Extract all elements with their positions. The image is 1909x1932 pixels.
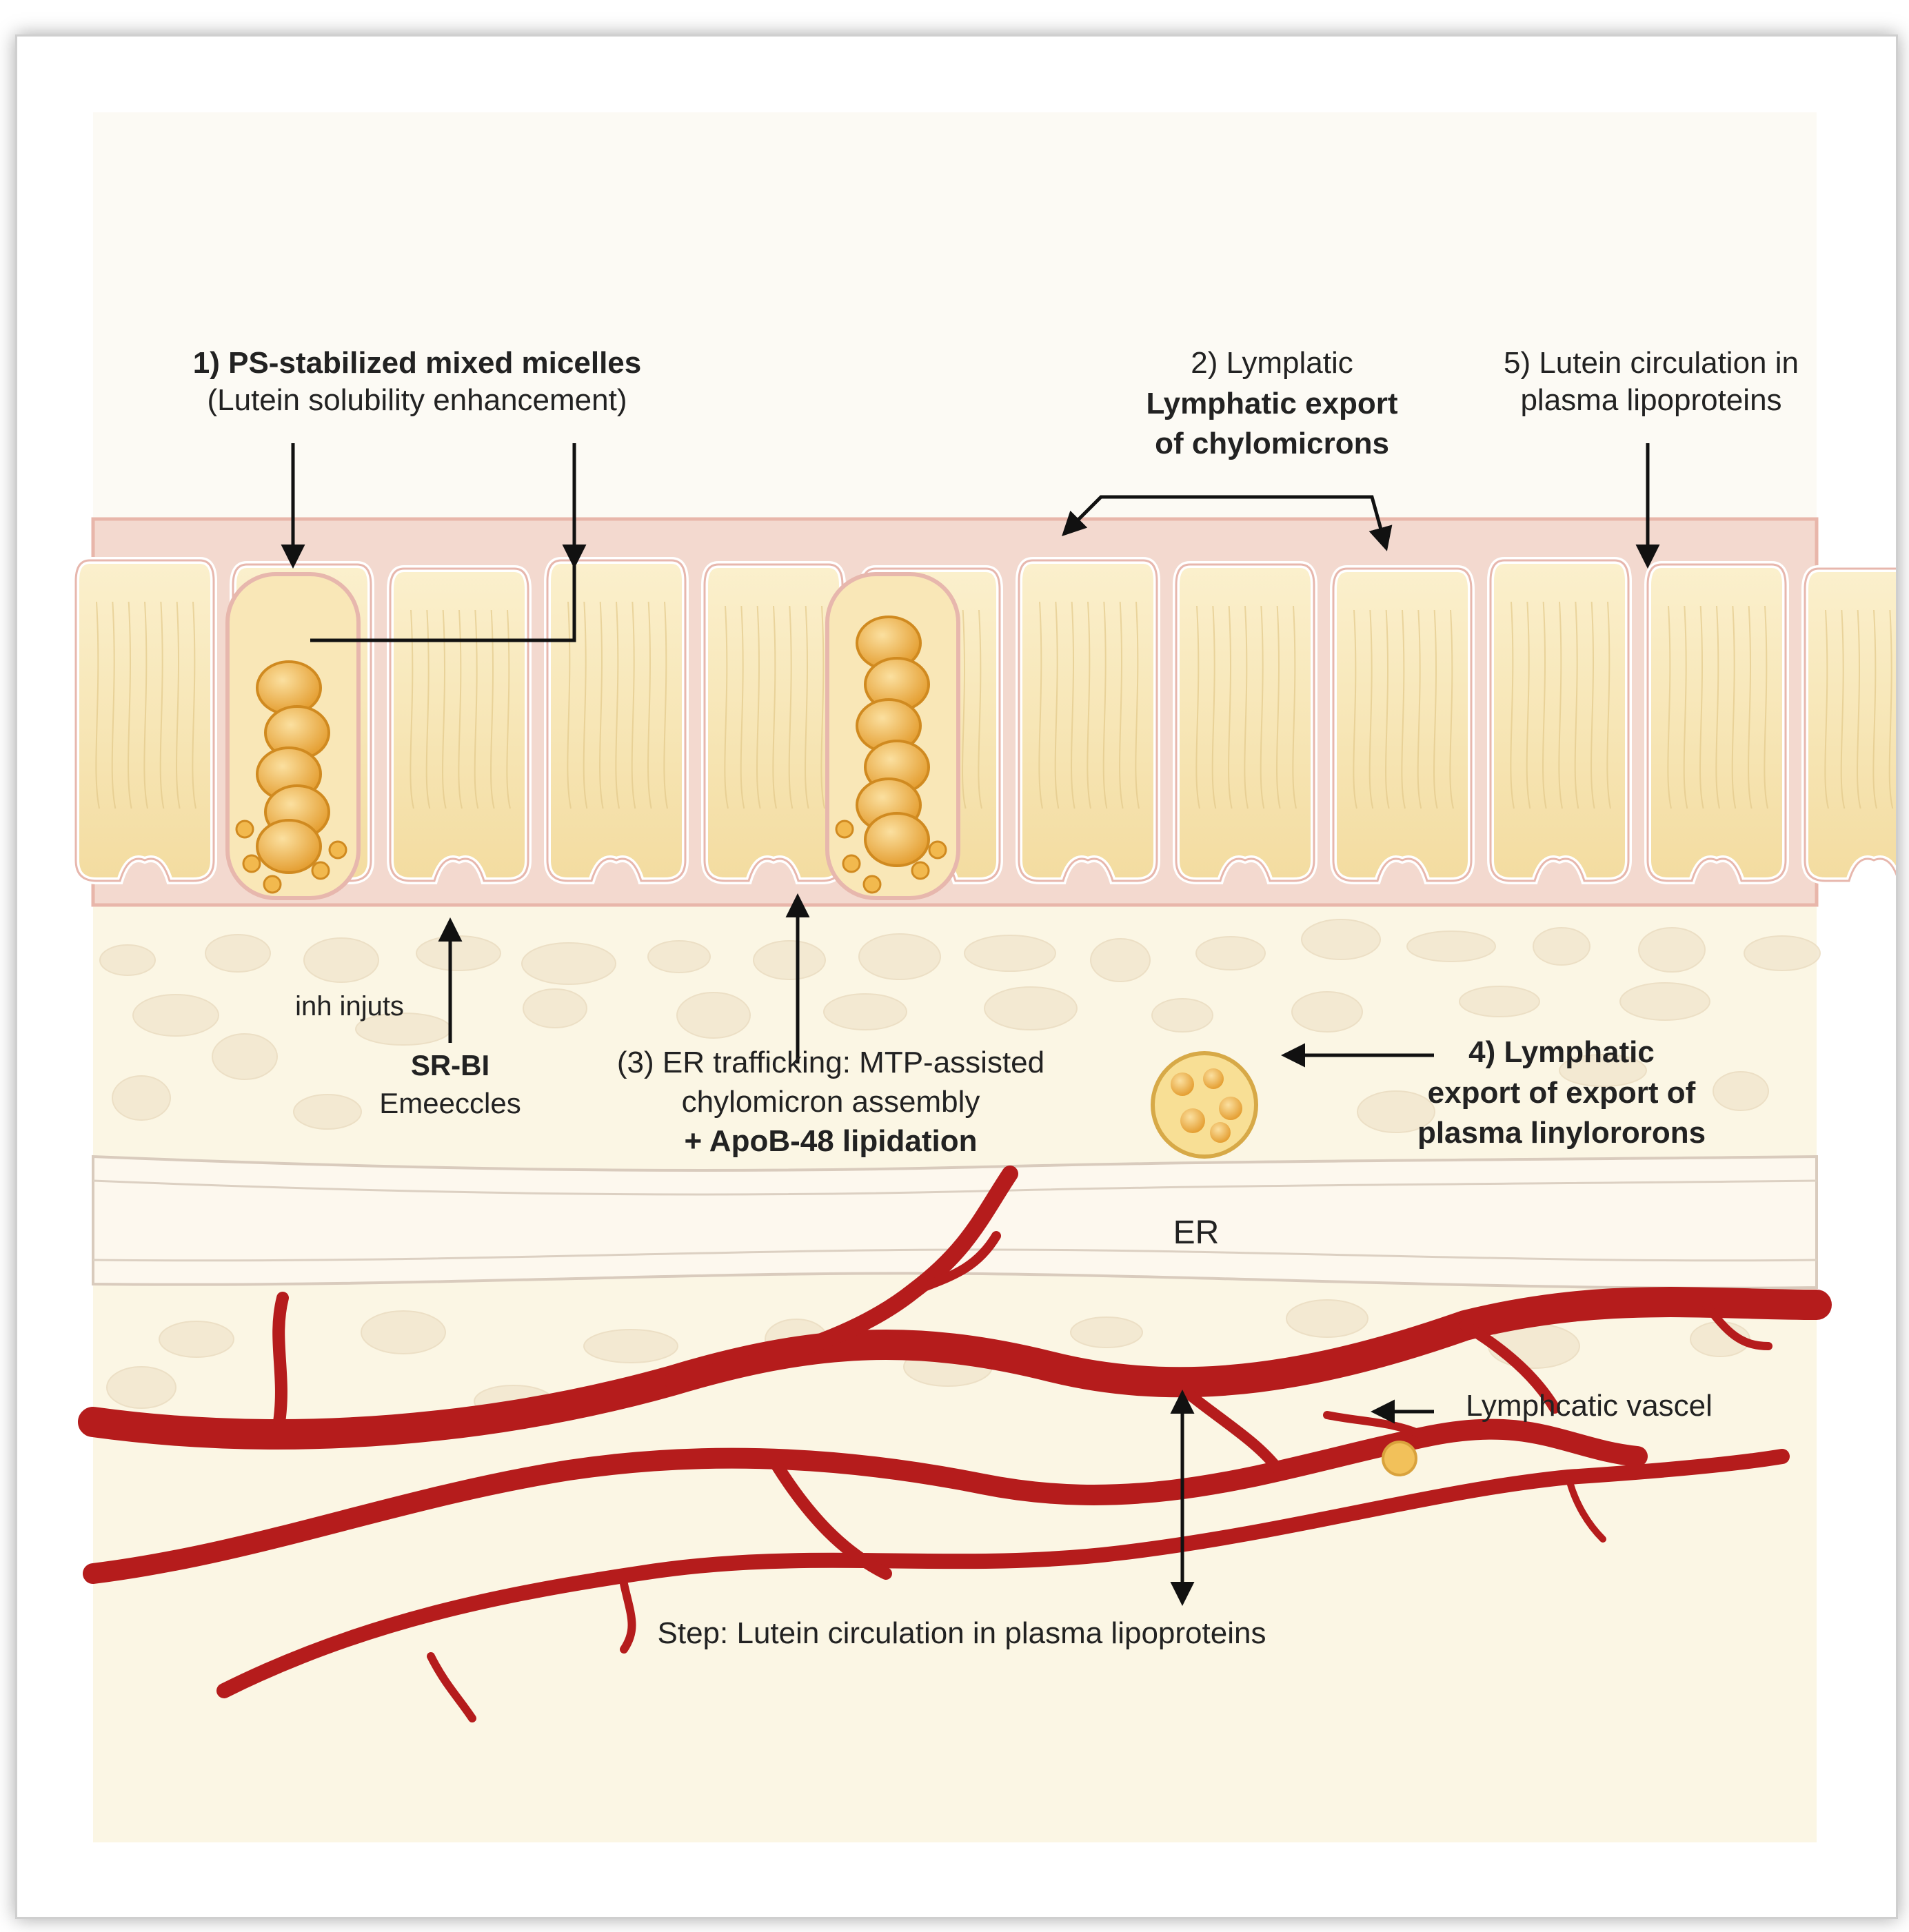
connector-step1 (310, 564, 576, 642)
label-step1: 1) PS-stabilized mixed micelles (Lutein … (155, 345, 679, 418)
tissue-blob (159, 1321, 234, 1358)
tissue-blob (416, 935, 501, 971)
epithelial-cell (72, 557, 217, 884)
epithelial-cell (387, 565, 532, 884)
tissue-blob (106, 1366, 176, 1409)
label-srbi: SR-BI Emeeccles (347, 1047, 554, 1122)
tissue-blob (293, 1094, 362, 1130)
tissue-blob (1713, 1071, 1769, 1111)
tissue-blob (1744, 935, 1821, 971)
tissue-blob (1286, 1299, 1368, 1338)
epithelial-cell (1801, 565, 1896, 884)
label-step2-line1: 2) Lymplatic (1191, 346, 1353, 380)
tissue-blob (521, 942, 616, 985)
label-step5-line2: plasma lipoproteins (1520, 383, 1782, 417)
label-step1-title: 1) PS-stabilized mixed micelles (192, 346, 642, 380)
label-step2-line2: Lymphatic export (1146, 386, 1398, 420)
er-line-1 (92, 1179, 1817, 1196)
arrow-step2 (1062, 495, 1393, 551)
tissue-blob (132, 994, 219, 1037)
label-step4-line3: plasma linylororons (1417, 1116, 1706, 1150)
label-step4-line1: 4) Lymphatic (1468, 1035, 1655, 1069)
tissue-blob (858, 933, 941, 980)
tissue-blob (964, 935, 1056, 972)
tissue-blob (1533, 927, 1590, 966)
tissue-blob (99, 944, 156, 976)
label-step3-line2: chylomicron assembly (681, 1085, 980, 1119)
tissue-blob (212, 1033, 278, 1080)
label-step4-line2: export of export of (1427, 1075, 1696, 1110)
lymph-chylomicron-particle (1382, 1441, 1417, 1476)
label-step3: (3) ER trafficking: MTP-assisted chylomi… (583, 1043, 1079, 1161)
label-lymph-vessel: Lymphcatic vascel (1466, 1389, 1713, 1423)
label-step2: 2) Lymplatic Lymphatic export of chylomi… (1093, 343, 1451, 465)
tissue-blob (1638, 927, 1706, 973)
epithelial-cell (1330, 565, 1475, 884)
tissue-blob (753, 940, 826, 980)
epithelial-cell (1173, 561, 1317, 884)
tissue-blob (583, 1329, 678, 1363)
epithelial-cell (1644, 561, 1789, 884)
label-inh-inputs: inh injuts (295, 991, 404, 1021)
epithelial-cell (544, 557, 689, 884)
diagram-art (72, 112, 1896, 1842)
label-step3-line1: (3) ER trafficking: MTP-assisted (616, 1046, 1045, 1079)
tissue-blob (1559, 1054, 1647, 1087)
tissue-blob (1090, 938, 1151, 982)
tissue-blob (1070, 1316, 1143, 1348)
chylomicron-particle (1151, 1051, 1258, 1159)
tissue-blob (1357, 1090, 1435, 1133)
epithelial-cell (1487, 557, 1632, 884)
label-srbi-sub: Emeeccles (379, 1086, 521, 1119)
label-step-bottom: Step: Lutein circulation in plasma lipop… (657, 1616, 1266, 1650)
tissue-blob (647, 940, 711, 973)
label-step5-line1: 5) Lutein circulation in (1503, 346, 1799, 380)
lymphatic-vessels (78, 1166, 1832, 1722)
tissue-blob (1406, 931, 1496, 962)
label-step3-line3: + ApoB-48 lipidation (684, 1124, 978, 1159)
tissue-blob (1459, 986, 1540, 1017)
tissue-blob (1619, 982, 1710, 1021)
tissue-blob (676, 992, 751, 1039)
tissue-blob (1301, 919, 1381, 960)
label-er: ER (1173, 1214, 1220, 1251)
micelle-stack (225, 572, 361, 900)
tissue-blob (361, 1310, 446, 1354)
label-step1-sub: (Lutein solubility enhancement) (207, 383, 627, 417)
label-srbi-title: SR-BI (410, 1049, 490, 1081)
tissue-blob (1151, 998, 1213, 1033)
tissue-blob (1291, 991, 1363, 1033)
tissue-blob (823, 993, 907, 1030)
epithelial-cell (701, 561, 846, 884)
tissue-blob (1195, 936, 1266, 970)
tissue-blob (523, 988, 587, 1028)
tissue-blob (205, 934, 271, 973)
annotation-arrows (281, 443, 1660, 1606)
label-step2-line3: of chylomicrons (1155, 427, 1389, 461)
tissue-blob (303, 937, 379, 983)
tissue-blob (984, 986, 1078, 1030)
epithelial-cell (1016, 557, 1160, 884)
label-step5: 5) Lutein circulation in plasma lipoprot… (1455, 345, 1848, 418)
micelle-stack (825, 572, 960, 900)
er-band (92, 1155, 1818, 1290)
epithelial-cells (72, 557, 1896, 900)
figure-frame: 1) PS-stabilized mixed micelles (Lutein … (15, 34, 1898, 1919)
label-step4: 4) Lymphatic export of export of plasma … (1368, 1033, 1755, 1154)
tissue-blob (112, 1075, 171, 1121)
